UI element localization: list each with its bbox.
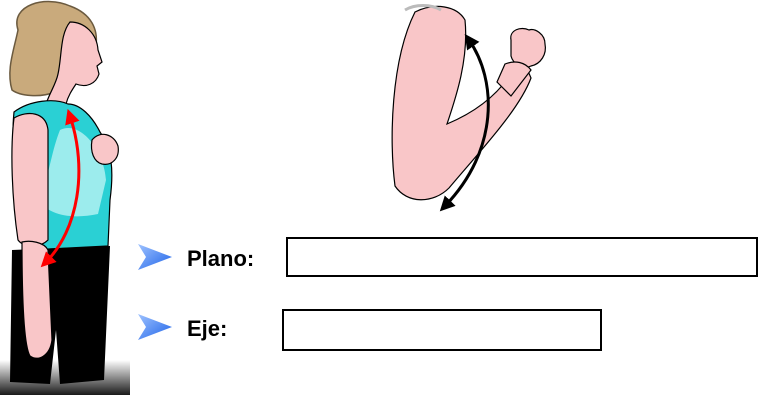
blue-arrowhead-icon <box>136 312 174 342</box>
woman-figure-illustration <box>0 0 130 395</box>
flexed-arm-illustration <box>385 0 560 215</box>
plano-label: Plano: <box>187 248 254 270</box>
upper-arm-flexed <box>392 6 531 199</box>
eje-label: Eje: <box>187 318 227 340</box>
blue-arrowhead-icon <box>136 242 174 272</box>
plano-input[interactable] <box>286 237 758 277</box>
upper-arm-shape <box>12 114 48 246</box>
hand-shape <box>91 134 118 164</box>
eje-input[interactable] <box>282 309 602 351</box>
